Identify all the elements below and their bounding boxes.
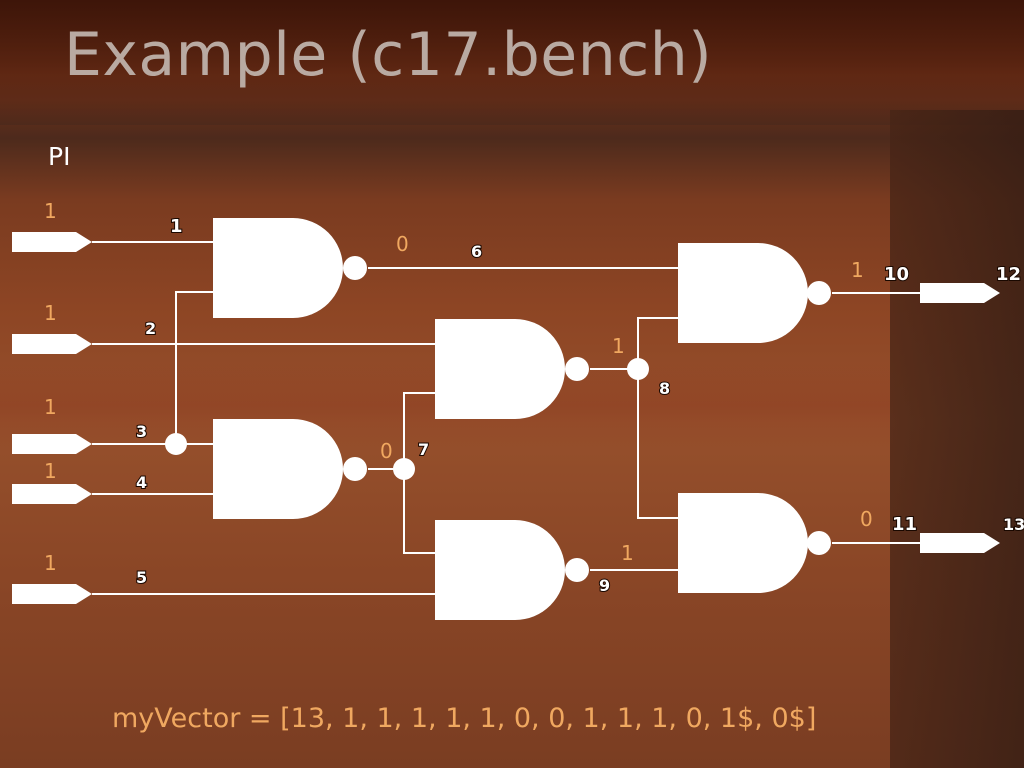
fanout-dot-line-8 <box>627 358 649 380</box>
nand-gates <box>213 218 831 620</box>
logic-values: 1 1 1 1 1 0 0 1 1 1 0 <box>44 199 873 575</box>
nand-gate-a-bubble <box>343 256 367 280</box>
line-label-1: 1 <box>170 216 183 237</box>
slide-title: Example (c17.bench) <box>64 20 713 90</box>
input-pin-4 <box>12 484 92 504</box>
line-label-2: 2 <box>145 319 156 338</box>
line-label-4: 4 <box>136 473 147 492</box>
nand-gate-b-bubble <box>343 457 367 481</box>
nand-gate-c <box>435 319 565 419</box>
output-pins <box>920 283 1000 553</box>
background-right-panel <box>890 110 1024 768</box>
value-line-8: 1 <box>612 334 625 358</box>
fanout-dot-line-3 <box>165 433 187 455</box>
line-label-9: 9 <box>599 576 610 595</box>
value-input-5: 1 <box>44 551 57 575</box>
value-line-7: 0 <box>380 439 393 463</box>
input-pin-1 <box>12 232 92 252</box>
vector-text: myVector = [13, 1, 1, 1, 1, 1, 0, 0, 1, … <box>112 703 817 734</box>
value-input-4: 1 <box>44 459 57 483</box>
line-label-12: 12 <box>996 264 1021 285</box>
fanout-dots <box>165 358 649 480</box>
value-line-9: 1 <box>621 541 634 565</box>
value-input-1: 1 <box>44 199 57 223</box>
line-label-6: 6 <box>471 242 482 261</box>
value-line-11: 0 <box>860 507 873 531</box>
line-label-11: 11 <box>892 514 917 535</box>
fanout-dot-line-7 <box>393 458 415 480</box>
input-pin-5 <box>12 584 92 604</box>
value-line-6: 0 <box>396 232 409 256</box>
nand-gate-e-bubble <box>807 281 831 305</box>
nand-gate-d-bubble <box>565 558 589 582</box>
wire-line-3-branch <box>175 291 215 444</box>
value-line-10: 1 <box>851 258 864 282</box>
line-labels: 1 2 3 4 5 6 7 8 9 10 11 12 13 <box>135 215 1024 596</box>
background-top-band <box>0 0 1024 125</box>
nand-gate-f <box>678 493 808 593</box>
line-label-13: 13 <box>1003 515 1024 534</box>
nand-gate-f-bubble <box>807 531 831 555</box>
line-label-5: 5 <box>136 568 147 587</box>
line-label-10: 10 <box>884 264 909 285</box>
input-pins <box>12 232 92 604</box>
line-label-3: 3 <box>136 422 147 441</box>
line-label-8: 8 <box>659 379 670 398</box>
nand-gate-e <box>678 243 808 343</box>
value-input-2: 1 <box>44 301 57 325</box>
line-label-7: 7 <box>418 440 429 459</box>
wire-line-8-lower <box>637 369 680 519</box>
wire-line-7-lower <box>403 469 436 554</box>
nand-gate-a <box>213 218 343 318</box>
value-input-3: 1 <box>44 395 57 419</box>
nand-gate-c-bubble <box>565 357 589 381</box>
primary-inputs-label: PI <box>48 142 71 171</box>
output-pin-13 <box>920 533 1000 553</box>
nand-gate-d <box>435 520 565 620</box>
wire-line-8-upper <box>637 317 680 369</box>
nand-gate-b <box>213 419 343 519</box>
input-pin-3 <box>12 434 92 454</box>
output-pin-12 <box>920 283 1000 303</box>
input-pin-2 <box>12 334 92 354</box>
wire-line-7-upper <box>403 392 436 469</box>
